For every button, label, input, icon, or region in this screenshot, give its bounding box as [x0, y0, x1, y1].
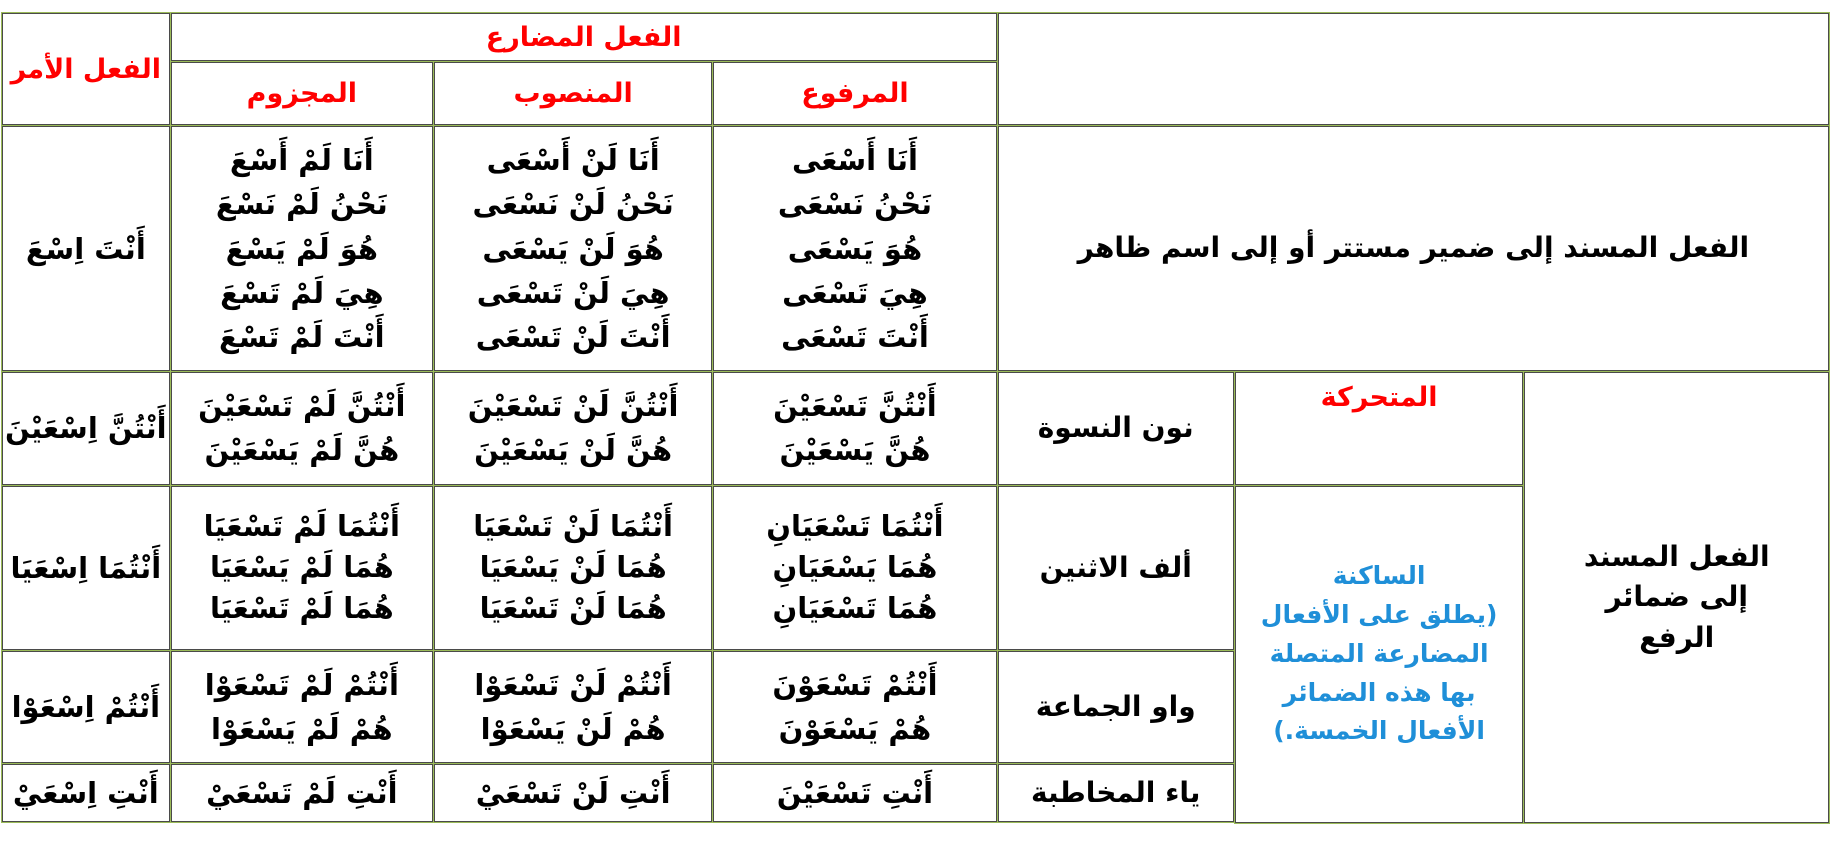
verb-form: أَنْتُنَّ لَمْ تَسْعَيْنَ: [198, 389, 406, 424]
verb-form: نَحْنُ لَنْ نَسْعَى: [472, 187, 674, 222]
row2-jussive-cell: أَنْتُنَّ لَمْ تَسْعَيْنَ هُنَّ لَمْ يَس…: [169, 371, 435, 486]
verb-form: أَنْتُمْ لَنْ تَسْعَوْا: [474, 667, 672, 702]
verb-form: نَحْنُ نَسْعَى: [777, 187, 932, 222]
grammar-table: الفعل المضارع الفعل الأمر المرفوع المنصو…: [1, 11, 1831, 825]
verb-form: هُنَّ يَسْعَيْنَ: [779, 433, 931, 468]
verb-form: هُمَا لَمْ تَسْعَيَا: [209, 591, 394, 626]
verb-form: أَنَا أَسْعَى: [791, 142, 918, 177]
row1-jussive-cell: أَنَا لَمْ أَسْعَ نَحْنُ لَمْ نَسْعَ هُو…: [169, 125, 435, 373]
verb-form: أَنَا لَنْ أَسْعَى: [486, 142, 660, 177]
row4-jussive-cell: أَنْتُمْ لَمْ تَسْعَوْا هُمْ لَمْ يَسْعَ…: [169, 650, 435, 764]
row3-imperative-cell: أَنْتُمَا اِسْعَيَا: [1, 484, 171, 652]
static-note-line: المضارعة المتصلة: [1269, 638, 1489, 668]
verb-form: أَنْتِ لَمْ تَسْعَيْ: [206, 775, 398, 810]
row3-indicative-cell: أَنْتُمَا تَسْعَيَانِ هُمَا يَسْعَيَانِ …: [712, 484, 998, 652]
verb-form: أَنْتُمَا تَسْعَيَانِ: [766, 509, 944, 544]
verb-form: هُمَا يَسْعَيَانِ: [772, 550, 938, 585]
row4-subjunctive-cell: أَنْتُمْ لَنْ تَسْعَوْا هُمْ لَنْ يَسْعَ…: [433, 650, 714, 764]
row3-subjunctive-cell: أَنْتُمَا لَنْ تَسْعَيَا هُمَا لَنْ يَسْ…: [433, 484, 714, 652]
pronoun-alif-ithnayn: ألف الاثنين: [996, 484, 1235, 652]
pronoun-nun-niswa: نون النسوة: [996, 371, 1235, 486]
corner-empty-cell: [996, 11, 1831, 127]
row4-imperative-cell: أَنْتُمْ اِسْعَوْا: [1, 650, 171, 764]
spacer: [713, 823, 997, 824]
row2-indicative-cell: أَنْتُنَّ تَسْعَيْنَ هُنَّ يَسْعَيْنَ: [712, 371, 998, 486]
jussive-header: المجزوم: [169, 61, 435, 127]
indicative-header: المرفوع: [712, 61, 998, 127]
moving-pronouns-label: المتحركة: [1233, 371, 1525, 486]
row5-jussive-cell: أَنْتِ لَمْ تَسْعَيْ: [169, 762, 435, 824]
verb-form: نَحْنُ لَمْ نَسْعَ: [215, 187, 388, 222]
verb-form: أَنْتُمَا لَمْ تَسْعَيَا: [203, 509, 400, 544]
imperative-header: الفعل الأمر: [1, 11, 171, 127]
verb-form: أَنْتُمَا لَنْ تَسْعَيَا: [473, 509, 673, 544]
verb-form: هِيَ لَنْ تَسْعَى: [476, 275, 670, 310]
verb-form: أَنْتُمْ لَمْ تَسْعَوْا: [204, 667, 399, 702]
verb-form: أَنْتِ لَنْ تَسْعَيْ: [475, 775, 671, 810]
verb-form: هُوَ لَنْ يَسْعَى: [482, 231, 664, 266]
spacer: [170, 823, 433, 824]
raf-pronouns-label: الفعل المسند إلى ضمائر الرفع: [1523, 371, 1830, 824]
static-note-line: (يطلق على الأفعال: [1260, 600, 1498, 630]
row4-indicative-cell: أَنْتُمْ تَسْعَوْنَ هُمْ يَسْعَوْنَ: [712, 650, 998, 764]
spacer: [2, 823, 171, 824]
row5-subjunctive-cell: أَنْتِ لَنْ تَسْعَيْ: [433, 762, 714, 824]
static-pronouns-note: الساكنة (يطلق على الأفعال المضارعة المتص…: [1233, 484, 1525, 825]
row1-indicative-cell: أَنَا أَسْعَى نَحْنُ نَسْعَى هُوَ يَسْعَ…: [712, 125, 998, 373]
verb-form: هِيَ تَسْعَى: [782, 275, 928, 310]
verb-form: هُمَا لَنْ يَسْعَيَا: [479, 550, 667, 585]
row3-jussive-cell: أَنْتُمَا لَمْ تَسْعَيَا هُمَا لَمْ يَسْ…: [169, 484, 435, 652]
verb-form: أَنْتَ تَسْعَى: [781, 320, 929, 355]
verb-form: أَنْتُنَّ لَنْ تَسْعَيْنَ: [467, 389, 679, 424]
row-hidden-pronoun-label: الفعل المسند إلى ضمير مستتر أو إلى اسم ظ…: [996, 125, 1831, 373]
verb-form: هُمْ لَمْ يَسْعَوْا: [211, 711, 393, 746]
static-note-line: الأفعال الخمسة.): [1273, 716, 1485, 746]
verb-form: هُنَّ لَمْ يَسْعَيْنَ: [204, 433, 400, 468]
row2-imperative-cell: أَنْتُنَّ اِسْعَيْنَ: [1, 371, 171, 486]
row1-imperative-cell: أَنْتَ اِسْعَ: [1, 125, 171, 373]
static-note-line: الساكنة: [1332, 561, 1426, 591]
verb-form: هُمَا تَسْعَيَانِ: [772, 591, 938, 626]
verb-form: أَنْتَ لَنْ تَسْعَى: [475, 320, 671, 355]
verb-form: أَنْتَ لَمْ تَسْعَ: [219, 320, 385, 355]
verb-form: أَنَا لَمْ أَسْعَ: [229, 142, 374, 177]
verb-form: أَنْتُنَّ تَسْعَيْنَ: [773, 389, 937, 424]
row5-indicative-cell: أَنْتِ تَسْعَيْنَ: [712, 762, 998, 824]
raf-pronouns-text: الفعل المسند إلى ضمائر الرفع: [1583, 539, 1770, 654]
spacer: [997, 823, 1234, 824]
verb-form: هُنَّ لَنْ يَسْعَيْنَ: [474, 433, 673, 468]
verb-form: هُوَ يَسْعَى: [787, 231, 923, 266]
row2-subjunctive-cell: أَنْتُنَّ لَنْ تَسْعَيْنَ هُنَّ لَنْ يَس…: [433, 371, 714, 486]
verb-form: هُمَا لَمْ يَسْعَيَا: [209, 550, 394, 585]
verb-form: هُمْ لَنْ يَسْعَوْا: [480, 711, 666, 746]
verb-form: أَنْتُمْ تَسْعَوْنَ: [772, 667, 938, 702]
pronoun-waw-jamaa: واو الجماعة: [996, 650, 1235, 764]
spacer: [434, 823, 713, 824]
static-note-line: بها هذه الضمائر: [1282, 677, 1476, 707]
pronoun-ya-mukhataba: ياء المخاطبة: [996, 762, 1235, 824]
subjunctive-header: المنصوب: [433, 61, 714, 127]
row1-subjunctive-cell: أَنَا لَنْ أَسْعَى نَحْنُ لَنْ نَسْعَى ه…: [433, 125, 714, 373]
present-tense-header: الفعل المضارع: [169, 11, 998, 63]
verb-form: أَنْتِ تَسْعَيْنَ: [776, 775, 934, 810]
row5-imperative-cell: أَنْتِ اِسْعَيْ: [1, 762, 171, 824]
verb-form: هِيَ لَمْ تَسْعَ: [220, 275, 384, 310]
verb-form: هُوَ لَمْ يَسْعَ: [225, 231, 378, 266]
verb-form: هُمْ يَسْعَوْنَ: [778, 711, 932, 746]
verb-form: هُمَا لَنْ تَسْعَيَا: [479, 591, 667, 626]
